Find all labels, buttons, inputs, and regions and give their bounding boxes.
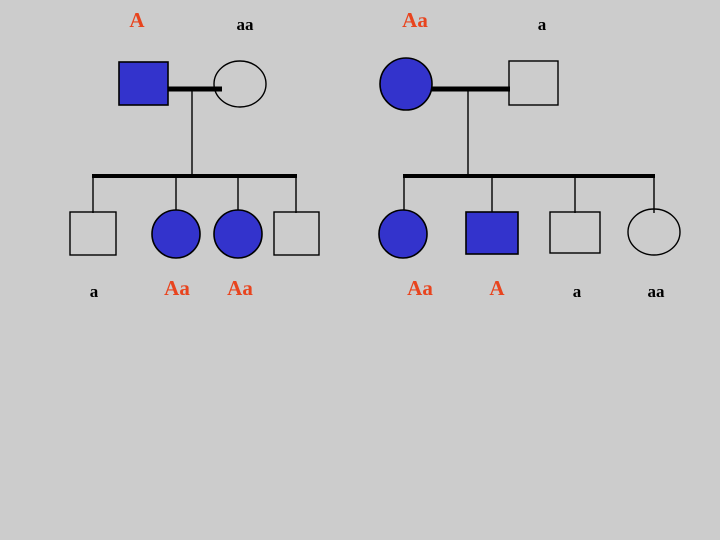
symbol-left-mother-unaffected-female[interactable] — [213, 60, 267, 108]
genotype-label-left-child-2: Aa — [164, 276, 190, 300]
symbol-left-father-affected-male[interactable] — [118, 61, 169, 106]
genotype-label-right-child-2: A — [489, 276, 505, 300]
symbol-right-child-4-unaffected-female[interactable] — [627, 208, 681, 256]
symbol-left-child-2-affected-female[interactable] — [151, 209, 201, 259]
genotype-label-left-child-3: Aa — [227, 276, 253, 300]
genotype-label-left-mother: aa — [236, 15, 254, 34]
symbol-left-child-3-affected-female[interactable] — [213, 209, 263, 259]
genotype-label-right-father: a — [537, 15, 547, 34]
symbol-right-father-unaffected-male[interactable] — [508, 60, 559, 106]
family-right-group — [378, 57, 681, 259]
symbol-right-mother-affected-female[interactable] — [379, 57, 433, 111]
genotype-label-left-father: A — [129, 8, 145, 32]
genotype-label-right-child-1: Aa — [407, 276, 433, 300]
symbol-right-child-1-affected-female[interactable] — [378, 209, 428, 259]
genotype-label-left-child-1: a — [89, 282, 99, 301]
symbol-left-child-4-unaffected-male[interactable] — [273, 211, 320, 256]
genotype-label-right-child-4: aa — [647, 282, 665, 301]
genotype-label-right-mother: Aa — [402, 8, 428, 32]
symbol-right-child-3-unaffected-male[interactable] — [549, 211, 601, 254]
family-left-group — [69, 60, 320, 259]
symbol-left-child-1-unaffected-male[interactable] — [69, 211, 117, 256]
genotype-label-right-child-3: a — [572, 282, 582, 301]
symbol-right-child-2-affected-male[interactable] — [465, 211, 519, 255]
